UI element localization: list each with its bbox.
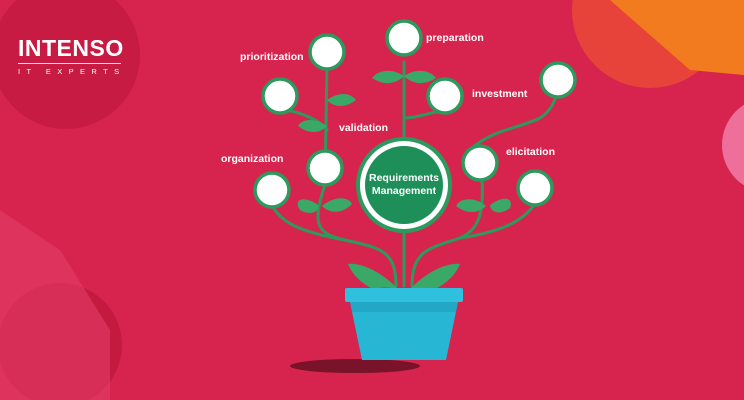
node-organization: [253, 171, 291, 209]
leaf: [327, 94, 356, 106]
pot: [345, 288, 463, 360]
brand-logo: INTENSO IT EXPERTS: [18, 36, 126, 76]
pot-band: [350, 302, 458, 312]
center-title: Requirements Management: [362, 172, 446, 198]
label-prioritization: prioritization: [240, 51, 304, 63]
bg-stripe-left: [0, 210, 110, 400]
stem-organization: [270, 203, 347, 242]
bg-orange-top-right: [610, 0, 744, 75]
center-title-line1: Requirements: [368, 172, 440, 184]
stems: [270, 60, 558, 288]
leaf: [322, 198, 352, 212]
bg-circle-right: [722, 104, 744, 186]
node-elicitation-right: [516, 169, 554, 207]
stem-elicitation-right: [458, 203, 536, 240]
leaf: [297, 199, 319, 213]
leaf: [404, 70, 436, 84]
node-investment-right: [539, 61, 577, 99]
brand-tagline: IT EXPERTS: [18, 67, 126, 76]
leaf: [298, 120, 327, 132]
pot-body: [350, 302, 458, 360]
label-investment: investment: [472, 88, 528, 100]
brand-name: INTENSO: [18, 35, 124, 61]
center-circle: [365, 146, 443, 224]
leaf: [372, 70, 404, 84]
label-elicitation: elicitation: [506, 146, 556, 158]
label-preparation: preparation: [426, 32, 484, 44]
pot-rim: [345, 288, 463, 302]
node-investment: [426, 77, 464, 115]
node-elicitation: [461, 144, 499, 182]
node-prioritization-left: [261, 77, 299, 115]
node-preparation: [385, 19, 423, 57]
stem-investment: [402, 110, 442, 120]
label-organization: organization: [221, 153, 284, 165]
leaf-large: [404, 263, 460, 296]
leaf: [490, 198, 511, 213]
brand-divider: [18, 63, 121, 64]
node-prioritization-top: [308, 33, 346, 71]
nodes: [253, 19, 577, 209]
node-validation: [306, 149, 344, 187]
leaf: [456, 199, 486, 212]
center-title-line2: Management: [371, 185, 437, 197]
label-validation: validation: [339, 122, 389, 134]
pot-shadow: [290, 359, 420, 373]
stem-investment-right: [468, 93, 558, 152]
bg-circle-top-left: [0, 0, 140, 129]
